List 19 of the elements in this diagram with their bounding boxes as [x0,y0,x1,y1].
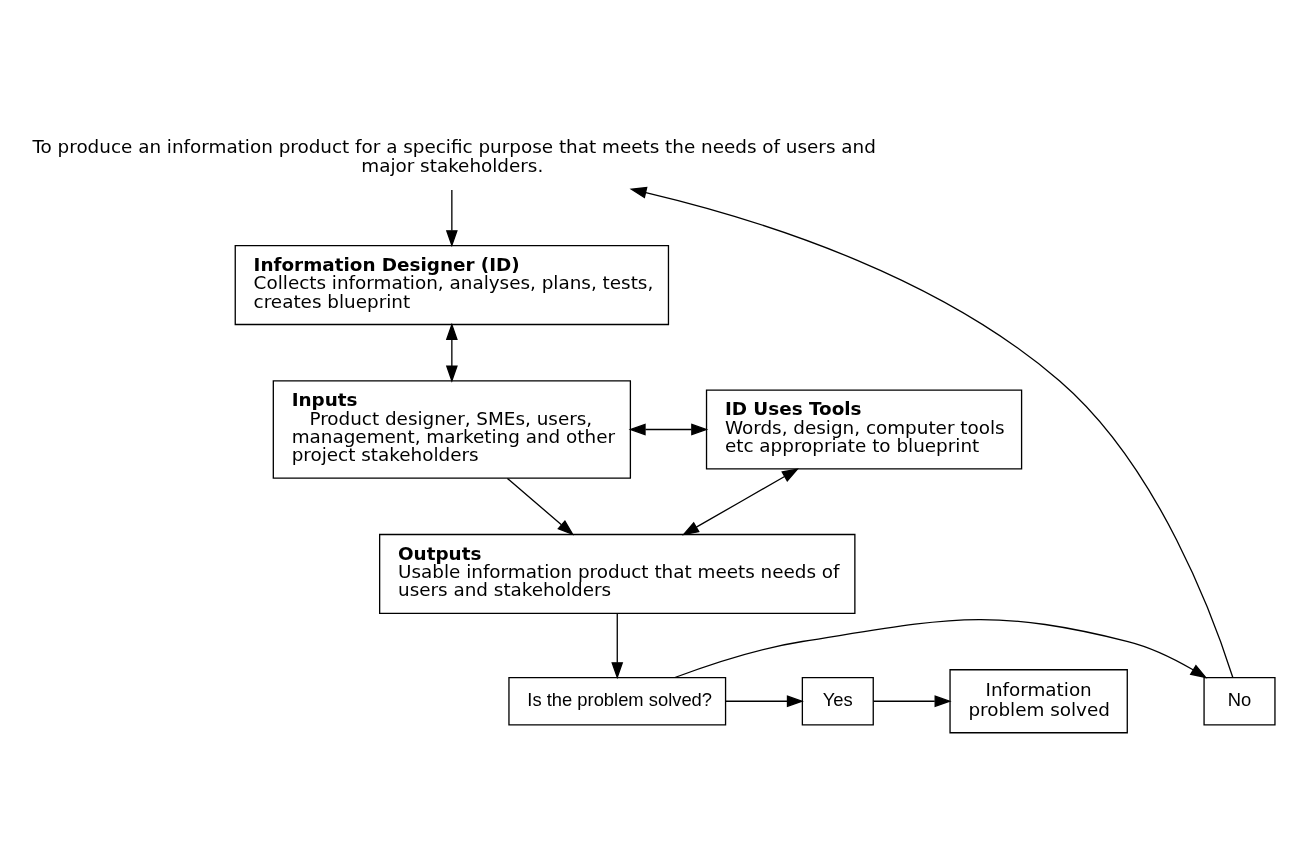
arrow [681,467,799,535]
node-box: ID Uses Tools Words, design, computer tools etc appropriate to blueprint [705,388,1023,470]
node-box: Yes [801,676,874,726]
arrow [629,186,1234,678]
arrow [445,322,458,383]
arrow [674,618,1208,678]
node-box: Outputs Usable information product that meets needs of users and stakeholders [379,533,856,614]
arrow [725,694,804,707]
arrow [611,612,624,679]
arrow [628,423,709,435]
node-box: No [1203,676,1276,726]
arrow [872,694,952,707]
node-text: To produce an information product for a specific purpose that meets the needs of users and major stakeholders. [32,135,876,176]
arrow [506,477,575,536]
node-box: Inputs Product designer, SMEs, users, management, marketing and other project stakeholders [272,379,632,479]
arrow [445,188,458,247]
node-box: Information problem solved [949,668,1128,733]
node-box: Information Designer (ID) Collects information, analyses, plans, tests, creates blueprint [234,244,670,325]
node-box: Is the problem solved? [508,676,727,726]
